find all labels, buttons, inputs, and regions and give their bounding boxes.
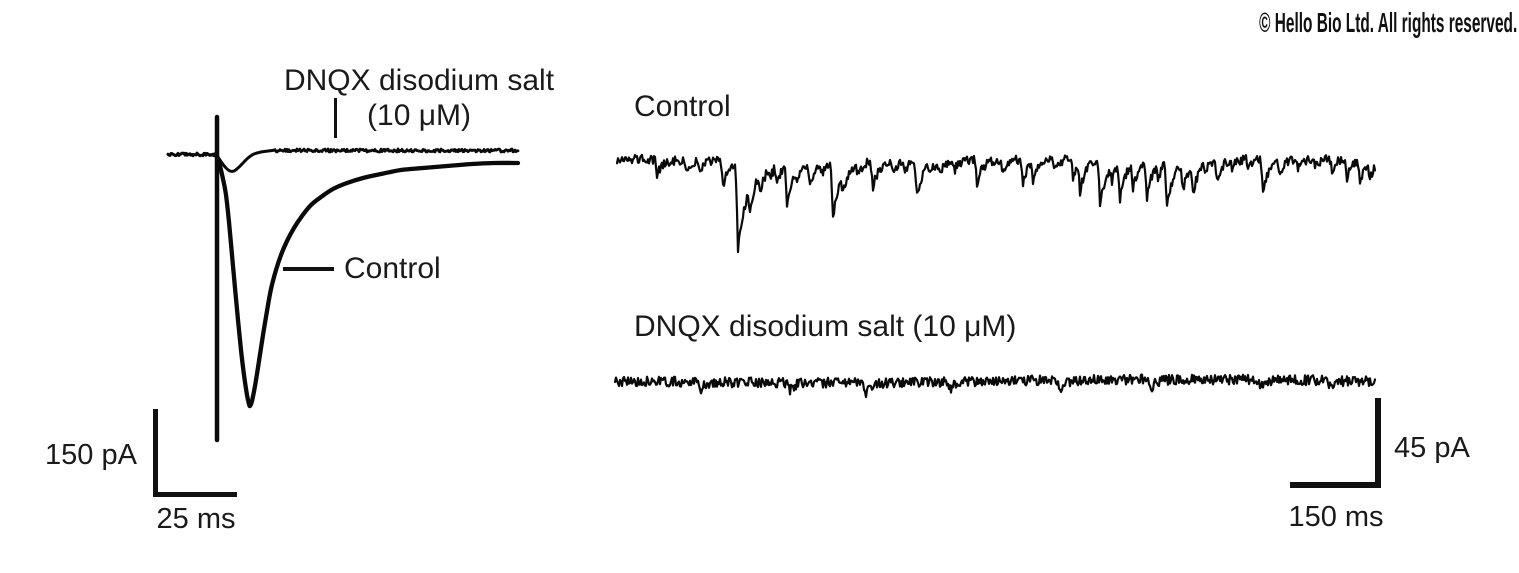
drug-label-pointer-line xyxy=(334,98,337,138)
evoked-dnqx-tail-trace xyxy=(273,147,520,154)
left-drug-label-line1: DNQX disodium salt xyxy=(283,64,555,97)
left-control-label: Control xyxy=(344,252,441,285)
right-scale-horizontal-label: 150 ms xyxy=(1288,501,1384,533)
left-drug-label-line2: (10 μM) xyxy=(367,99,471,132)
evoked-control-trace xyxy=(214,153,521,409)
right-drug-label: DNQX disodium salt (10 μM) xyxy=(634,310,1017,343)
evoked-dnqx-trace xyxy=(216,148,277,173)
left-scale-vertical-label: 150 pA xyxy=(45,439,137,471)
left-drug-label: DNQX disodium salt (10 μM) xyxy=(269,63,569,133)
right-scale-bar xyxy=(1290,398,1381,488)
continuous-control-trace xyxy=(615,153,1377,254)
right-control-label: Control xyxy=(634,90,731,123)
right-scale-vertical-label: 45 pA xyxy=(1394,432,1470,464)
left-scale-horizontal-label: 25 ms xyxy=(156,503,236,535)
continuous-dnqx-trace xyxy=(613,373,1377,399)
control-label-pointer-line xyxy=(283,267,334,271)
left-scale-bar xyxy=(153,409,237,497)
copyright-notice: © Hello Bio Ltd. All rights reserved. xyxy=(1258,7,1517,38)
evoked-baseline-trace xyxy=(166,151,219,158)
